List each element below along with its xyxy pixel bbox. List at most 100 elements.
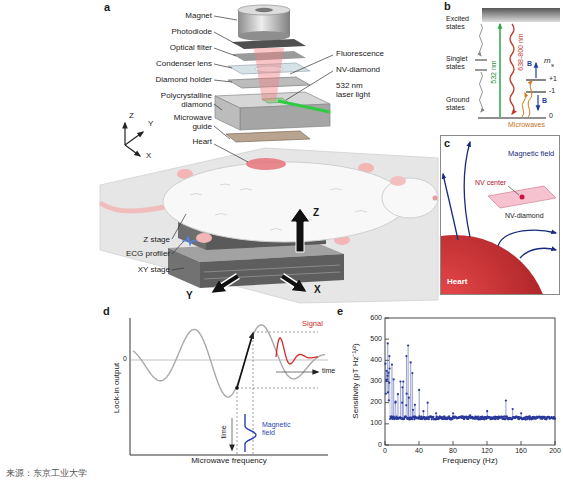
heart-field (498, 230, 556, 246)
panel-letter: b (444, 0, 451, 12)
lockin-plot (235, 386, 239, 390)
data-point (417, 417, 419, 419)
sensitivity-plot (384, 318, 556, 445)
lockin-plot (276, 372, 318, 373)
part-label: Magnet (185, 12, 212, 21)
rat (382, 178, 438, 218)
stage-arrows (282, 276, 302, 289)
part-label: time (322, 367, 335, 375)
axis-letter: Y (148, 120, 153, 129)
data-point (402, 381, 404, 383)
data-point (388, 355, 390, 357)
heart-field (520, 195, 525, 200)
heart-field (520, 248, 556, 258)
energy-levels (475, 8, 560, 118)
part-label: time (220, 425, 228, 438)
leader-line (214, 104, 222, 110)
heart-field (443, 174, 458, 240)
data-point (432, 416, 434, 418)
part-label: +1 (549, 75, 557, 83)
data-point (506, 415, 508, 417)
data-point (408, 397, 410, 399)
leader-line (214, 144, 248, 162)
tick-mark (453, 441, 454, 445)
data-point (391, 363, 393, 365)
energy-levels (526, 91, 546, 92)
part-label: Fluorescence (336, 50, 384, 59)
tick-mark (555, 441, 556, 445)
data-point (407, 344, 409, 346)
data-point (387, 342, 389, 344)
lockin-plot (237, 388, 238, 455)
part-label: -1 (549, 87, 555, 95)
energy-levels (526, 79, 546, 80)
part-label: Photodiode (172, 28, 212, 37)
data-point (387, 391, 389, 393)
data-point (399, 380, 401, 382)
data-point (418, 389, 420, 391)
part-label: Ground states (446, 96, 476, 112)
part-label: XY stage (138, 266, 170, 275)
source-caption: 来源：东京工业大学 (6, 467, 87, 480)
axis-title: Microwave frequency (191, 457, 267, 466)
data-point (397, 393, 399, 395)
axis-title: Lock-in output (113, 363, 122, 413)
rat (196, 233, 212, 243)
lockin-plot (253, 332, 318, 333)
heart-field (441, 142, 556, 294)
part-label: NV center (475, 179, 506, 187)
leader-line (214, 80, 232, 82)
axis-title: Frequency (Hz) (442, 457, 497, 466)
platform (100, 148, 438, 303)
data-point (389, 367, 391, 369)
leader-line (172, 268, 184, 270)
part-label: Heart (192, 138, 212, 147)
tick-label: 40 (415, 447, 423, 455)
tick-label: 600 (370, 314, 382, 322)
data-point (414, 404, 416, 406)
data-point (503, 415, 505, 417)
tick-mark (385, 402, 389, 403)
signal-trace (276, 338, 318, 364)
axis-title: Sensitivity (pT Hz⁻¹/²) (352, 343, 361, 418)
optical-stack (215, 96, 240, 130)
tick-label: 0 (383, 447, 387, 455)
data-point (406, 393, 408, 395)
energy-levels (480, 72, 483, 112)
part-label: Z stage (143, 236, 170, 245)
fluorescence-beam (254, 48, 284, 101)
rat (163, 162, 407, 242)
energy-levels (522, 93, 526, 117)
leader-line (172, 241, 184, 254)
panel-letter: e (337, 305, 343, 317)
panel-letter: a (104, 1, 110, 13)
leader-line (214, 48, 236, 56)
leader-line (214, 126, 230, 139)
part-label: Magnetic field (262, 421, 298, 437)
lockin-plot (130, 360, 328, 361)
part-label: Optical filter (170, 44, 212, 53)
part-label: Microwaves (508, 121, 545, 129)
data-point (553, 417, 555, 419)
part-label: 532 nm (490, 60, 498, 83)
data-point (488, 416, 490, 418)
energy-levels (510, 24, 514, 114)
laser-beam (278, 101, 330, 112)
leader-line (290, 55, 333, 74)
tick-label: 160 (515, 447, 527, 455)
part-label: Magnetic field (508, 150, 556, 158)
data-point (388, 399, 390, 401)
data-point (520, 412, 522, 414)
data-point (505, 399, 507, 401)
heart-field (464, 142, 470, 237)
energy-levels (480, 24, 483, 56)
energy-levels (535, 63, 536, 78)
data-point (504, 418, 506, 420)
tick-label: 200 (370, 398, 382, 406)
data-point (404, 416, 406, 418)
sensitivity-plot (384, 318, 556, 445)
data-point (401, 402, 403, 404)
rat (390, 176, 406, 186)
axis-letter: Y (186, 290, 193, 301)
optical-stack (232, 39, 306, 49)
